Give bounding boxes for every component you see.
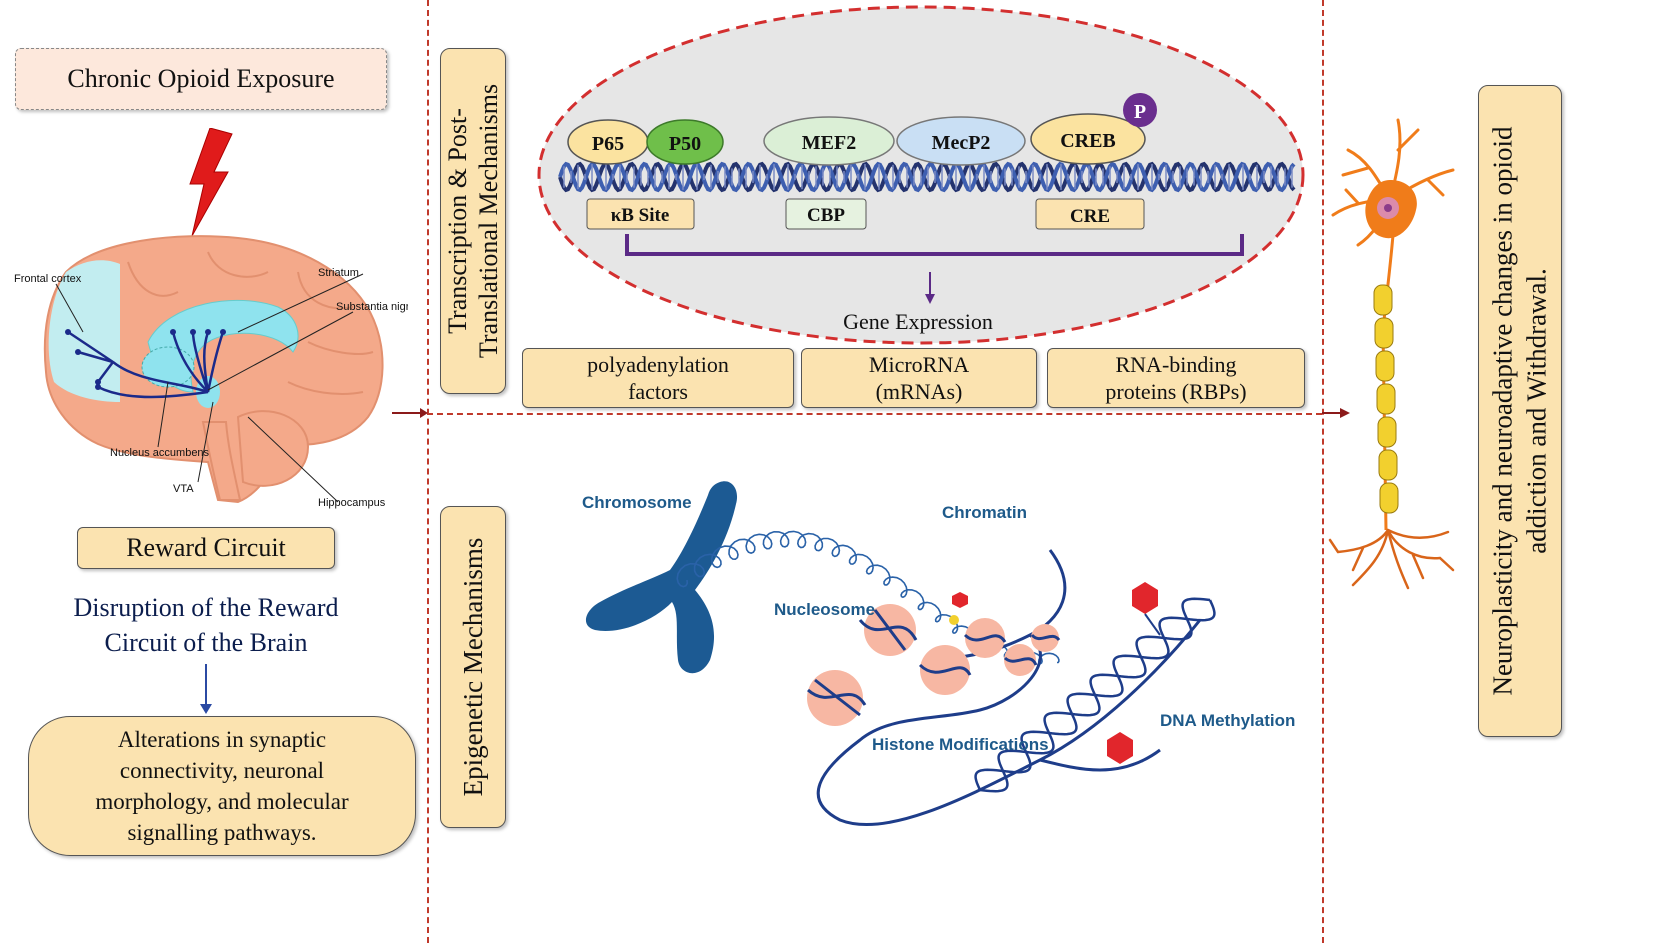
rbp-line-2: proteins (RBPs) <box>1105 379 1247 404</box>
mecp2-factor <box>896 116 1026 166</box>
mecp2-label: MecP2 <box>932 132 991 154</box>
reward-circuit-label: Reward Circuit <box>126 532 286 562</box>
mef2-label: MEF2 <box>802 132 856 154</box>
epigenetic-label-box: Epigenetic Mechanisms <box>440 506 506 828</box>
cre-label: CRE <box>1070 206 1110 227</box>
cerebellum <box>236 410 310 487</box>
gene-expression-label: Gene Expression <box>843 309 993 334</box>
brain-illustration: Frontal cortex Striatum Substantia nigra… <box>14 235 408 509</box>
reward-circuit-box: Reward Circuit <box>77 527 335 569</box>
polyadenylation-line-2: factors <box>628 379 688 404</box>
epigenetic-illustration: Chromosome Chromatin Nucleosome Histone … <box>582 481 1295 826</box>
expression-arrow-head <box>925 294 935 304</box>
transcription-diagram: P65 P50 MEF2 MecP2 CREB P κB Site CBP CR… <box>537 5 1305 345</box>
disruption-line-2: Circuit of the Brain <box>104 628 308 658</box>
histone-label: Histone Modifications <box>872 735 1049 754</box>
methyl-group-2 <box>1107 732 1133 764</box>
rbp-box: RNA-binding proteins (RBPs) <box>1047 348 1305 408</box>
polyadenylation-box: polyadenylation factors <box>522 348 794 408</box>
outcome-line-2: addiction and Withdrawal. <box>1521 268 1551 554</box>
methylation-label: DNA Methylation <box>1160 711 1295 730</box>
chromosome-shape <box>585 481 738 674</box>
double-helix <box>974 597 1216 793</box>
microrna-line-2: (mRNAs) <box>875 379 963 404</box>
transcription-line-2: Translational Mechanisms <box>474 83 503 359</box>
neuron-illustration <box>1328 118 1455 590</box>
myelin-sheath <box>1373 284 1399 514</box>
transcription-label: Transcription & Post- Translational Mech… <box>442 84 504 358</box>
divider-horizontal <box>427 413 1322 415</box>
chronic-opioid-label: Chronic Opioid Exposure <box>67 63 335 93</box>
histone-mark-yellow <box>949 615 959 625</box>
striatum-label: Striatum <box>318 267 359 279</box>
alterations-line-2: connectivity, neuronal <box>119 757 325 783</box>
dna-strand <box>816 549 1202 826</box>
vta-label: VTA <box>173 483 194 495</box>
transcription-line-1: Transcription & Post- <box>442 108 472 334</box>
rbp-line-1: RNA-binding <box>1115 351 1237 377</box>
substantia-nigra-label: Substantia nigra <box>336 301 408 313</box>
expression-bracket <box>625 234 1244 256</box>
phospho-badge <box>1123 93 1157 127</box>
histone-mark-red <box>952 592 968 608</box>
cbp-box <box>785 198 867 230</box>
cbp-label: CBP <box>807 205 845 226</box>
nucleosome-label: Nucleosome <box>774 600 875 619</box>
disruption-line-1: Disruption of the Reward <box>73 593 339 622</box>
frontal-cortex-region <box>48 260 121 402</box>
alterations-line-3: morphology, and molecular <box>95 789 349 814</box>
transcription-label-box: Transcription & Post- Translational Mech… <box>440 48 506 394</box>
down-arrow-icon <box>200 664 212 714</box>
chromatin-label: Chromatin <box>942 503 1027 522</box>
microrna-line-1: MicroRNA <box>868 351 970 377</box>
creb-factor <box>1030 113 1146 165</box>
nucleus-accumbens-label: Nucleus accumbens <box>110 447 210 459</box>
disruption-text: Disruption of the Reward Circuit of the … <box>20 590 392 660</box>
polyadenylation-line-1: polyadenylation <box>587 351 729 377</box>
frontal-cortex-label: Frontal cortex <box>14 273 82 285</box>
p50-factor <box>646 119 724 165</box>
methyl-group-1 <box>1132 582 1158 614</box>
hippocampus-label: Hippocampus <box>318 497 386 509</box>
alterations-line-4: signalling pathways. <box>127 820 317 846</box>
p65-label: P65 <box>592 133 624 155</box>
p50-label: P50 <box>669 133 701 155</box>
mef2-factor <box>763 116 895 166</box>
outcome-line-1: Neuroplasticity and neuroadaptive change… <box>1487 126 1518 696</box>
lightning-icon <box>189 128 233 237</box>
creb-label: CREB <box>1060 130 1116 152</box>
divider-right <box>1322 0 1324 943</box>
divider-left <box>427 0 429 943</box>
outcome-box: Neuroplasticity and neuroadaptive change… <box>1478 85 1562 737</box>
microrna-box: MicroRNA (mRNAs) <box>801 348 1037 408</box>
kb-site-label: κB Site <box>611 205 670 226</box>
kb-site-box <box>586 198 695 230</box>
epigenetic-label-text: Epigenetic Mechanisms <box>457 537 488 797</box>
outcome-label: Neuroplasticity and neuroadaptive change… <box>1486 126 1554 695</box>
alterations-box: Alterations in synaptic connectivity, ne… <box>28 716 416 856</box>
nucleosomes <box>806 604 1061 726</box>
epigenetic-label: Epigenetic Mechanisms <box>457 538 489 797</box>
cre-box <box>1035 198 1145 230</box>
alterations-line-1: Alterations in synaptic <box>117 726 327 752</box>
chronic-opioid-box: Chronic Opioid Exposure <box>15 48 387 110</box>
chromosome-label: Chromosome <box>582 493 692 512</box>
phospho-label: P <box>1134 101 1146 123</box>
